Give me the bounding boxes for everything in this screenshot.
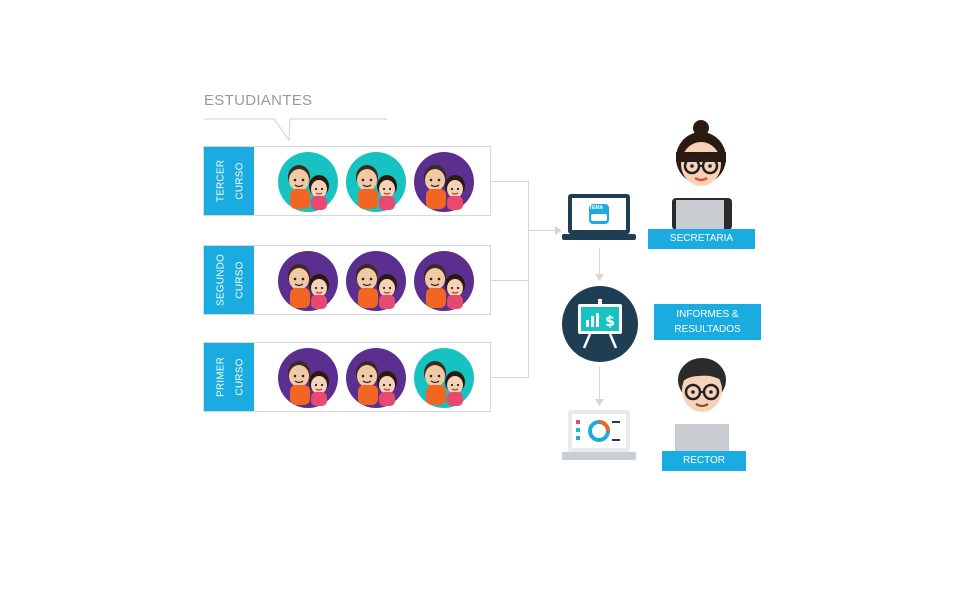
- connector-line: [599, 248, 600, 276]
- students-avatar-icon: [276, 151, 340, 213]
- informes-label: INFORMES & RESULTADOS: [654, 304, 761, 340]
- laptop-app-icon: [562, 194, 636, 240]
- students-avatar-icon: [412, 250, 476, 312]
- students-avatar-icon: [412, 347, 476, 409]
- course-label-line2: CURSO: [234, 162, 246, 200]
- course-tab: SEGUNDO CURSO: [204, 246, 254, 314]
- connector-line: [528, 181, 529, 378]
- course-tab: TERCER CURSO: [204, 147, 254, 215]
- connector-line: [491, 181, 529, 182]
- course-label-line1: PRIMER: [215, 356, 227, 398]
- report-laptop-icon: [562, 410, 636, 460]
- connector-line: [529, 230, 557, 231]
- course-label-line2: CURSO: [234, 358, 246, 396]
- course-card-segundo[interactable]: SEGUNDO CURSO: [203, 245, 491, 315]
- arrow-down-icon: [595, 274, 604, 281]
- course-label-line1: SEGUNDO: [215, 254, 227, 306]
- course-tab: PRIMER CURSO: [204, 343, 254, 411]
- students-avatar-icon: [276, 347, 340, 409]
- students-title: ESTUDIANTES: [204, 92, 313, 109]
- connector-line: [599, 366, 600, 401]
- students-avatar-icon: [412, 151, 476, 213]
- laptop-screen-text: TEMA: [589, 205, 604, 211]
- connector-line: [491, 377, 529, 378]
- secretaria-avatar-icon: [672, 120, 732, 230]
- informes-label-line2: RESULTADOS: [674, 324, 741, 335]
- students-avatar-icon: [276, 250, 340, 312]
- students-avatar-icon: [344, 347, 408, 409]
- secretaria-label: SECRETARIA: [648, 229, 755, 249]
- course-label-line2: CURSO: [234, 261, 246, 299]
- course-card-tercer[interactable]: TERCER CURSO: [203, 146, 491, 216]
- course-label-line1: TERCER: [215, 159, 227, 203]
- informes-label-line1: INFORMES &: [676, 309, 739, 320]
- students-avatar-icon: [344, 151, 408, 213]
- arrow-right-icon: [555, 226, 562, 235]
- svg-text:$: $: [605, 314, 615, 330]
- arrow-down-icon: [595, 399, 604, 406]
- course-card-primer[interactable]: PRIMER CURSO: [203, 342, 491, 412]
- connector-line: [491, 280, 529, 281]
- title-bubble-line: [204, 118, 387, 142]
- students-avatar-icon: [344, 250, 408, 312]
- rector-label: RECTOR: [662, 451, 746, 471]
- presentation-chart-icon: $: [562, 286, 638, 362]
- rector-avatar-icon: [675, 358, 729, 454]
